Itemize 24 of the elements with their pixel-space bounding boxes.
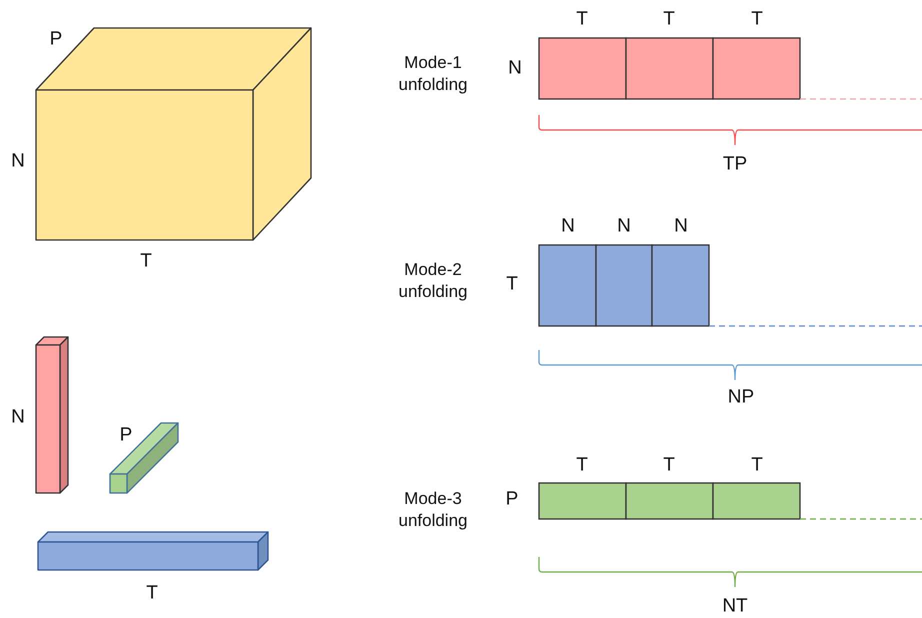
dimension-label: TP bbox=[722, 152, 748, 177]
axis-label: N bbox=[508, 56, 522, 81]
axis-label: T bbox=[140, 250, 152, 274]
mode-label: Mode-2 unfolding bbox=[397, 258, 468, 303]
axis-label: T bbox=[663, 454, 675, 478]
axis-label: N bbox=[11, 150, 25, 174]
axis-label: T bbox=[576, 454, 588, 478]
axis-label: T bbox=[576, 8, 588, 32]
axis-label: T bbox=[146, 582, 158, 606]
dimension-label: NT bbox=[722, 594, 748, 618]
dimension-label: NP bbox=[728, 386, 754, 410]
axis-label: T bbox=[751, 8, 763, 32]
axis-label: N bbox=[11, 406, 25, 430]
axis-label: P bbox=[506, 488, 518, 512]
axis-label: N bbox=[674, 214, 688, 239]
axis-label: N bbox=[561, 214, 575, 239]
axis-label: T bbox=[506, 272, 518, 297]
mode-label: Mode-1 unfolding bbox=[397, 52, 468, 96]
axis-label: P bbox=[120, 424, 132, 448]
axis-label: T bbox=[663, 8, 675, 32]
axis-label: N bbox=[617, 214, 631, 239]
axis-label: T bbox=[751, 454, 763, 478]
axis-label: P bbox=[50, 28, 62, 52]
mode-label: Mode-3 unfolding bbox=[397, 488, 468, 532]
